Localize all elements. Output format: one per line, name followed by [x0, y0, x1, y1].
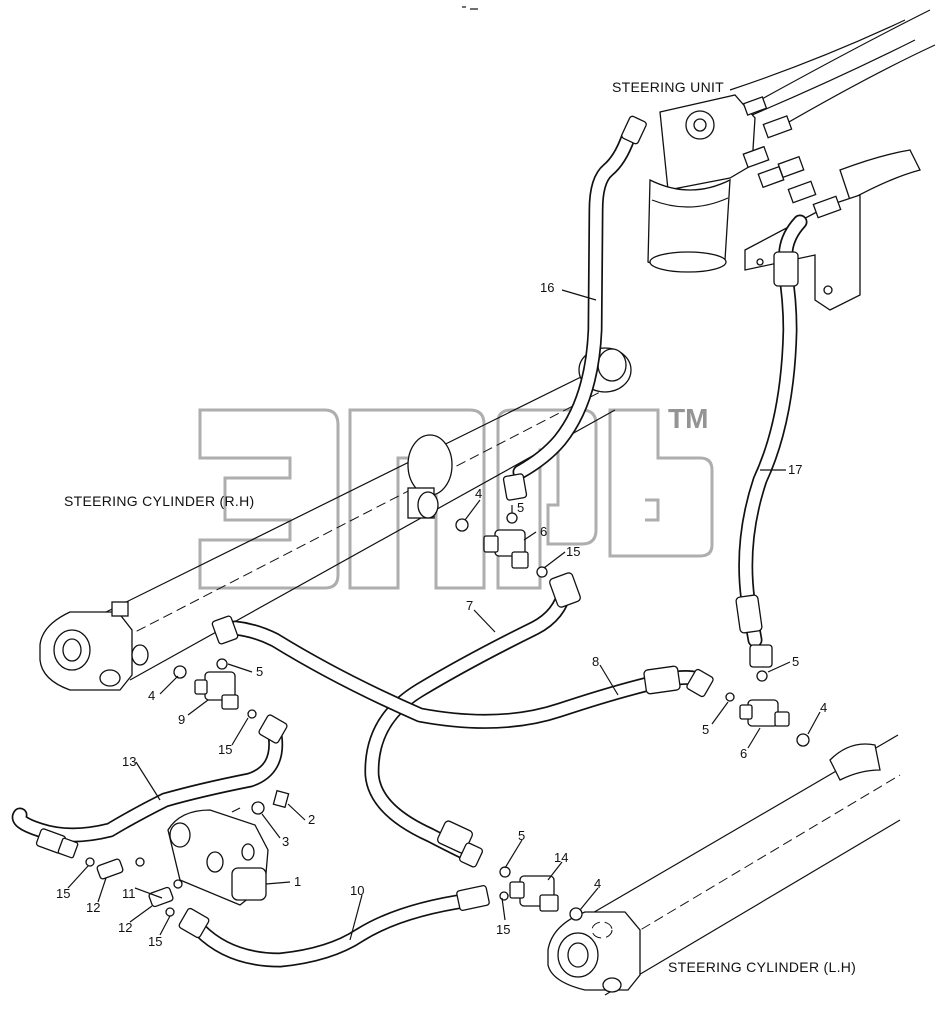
steering-cylinder-lh[interactable] — [547, 734, 901, 996]
tee-fitting-6-right[interactable] — [725, 670, 810, 747]
callout-15: 15 — [218, 742, 232, 757]
callout-5: 5 — [256, 664, 263, 679]
valve-block[interactable] — [167, 789, 290, 906]
callout-4: 4 — [475, 486, 482, 501]
callout-10: 10 — [350, 883, 364, 898]
hose-17[interactable] — [735, 214, 808, 668]
callout-16: 16 — [540, 280, 554, 295]
callout-12: 12 — [118, 920, 132, 935]
callout-15: 15 — [566, 544, 580, 559]
callout-3: 3 — [282, 834, 289, 849]
steering-cylinder-rh-label: STEERING CYLINDER (R.H) — [64, 493, 254, 509]
callout-5: 5 — [792, 654, 799, 669]
callout-5: 5 — [702, 722, 709, 737]
leader-lines — [67, 289, 821, 941]
callout-15: 15 — [496, 922, 510, 937]
hose-7[interactable] — [364, 572, 581, 868]
callout-8: 8 — [592, 654, 599, 669]
steering-cylinder-rh[interactable] — [39, 347, 632, 691]
steering-unit-label: STEERING UNIT — [612, 79, 724, 95]
tee-fitting-9[interactable] — [173, 658, 257, 719]
callout-4: 4 — [148, 688, 155, 703]
callout-5: 5 — [518, 828, 525, 843]
callout-13: 13 — [122, 754, 136, 769]
hose-16[interactable] — [502, 115, 647, 501]
callout-7: 7 — [466, 598, 473, 613]
top-mark — [462, 6, 478, 10]
steering-unit[interactable] — [647, 9, 936, 311]
steering-cylinder-lh-label: STEERING CYLINDER (L.H) — [668, 959, 856, 975]
hose-13[interactable] — [11, 714, 288, 859]
callout-12: 12 — [86, 900, 100, 915]
callout-5: 5 — [517, 500, 524, 515]
tee-fitting-6-top[interactable] — [455, 512, 548, 578]
callout-9: 9 — [178, 712, 185, 727]
callout-15: 15 — [148, 934, 162, 949]
hose-8[interactable] — [211, 615, 714, 729]
callout-4: 4 — [594, 876, 601, 891]
callout-6: 6 — [540, 524, 547, 539]
callout-2: 2 — [308, 812, 315, 827]
trademark-text: TM — [668, 403, 708, 434]
callout-numbers: 16 17 4 5 6 15 7 8 5 4 9 15 5 5 4 6 13 2… — [56, 280, 827, 949]
callout-11: 11 — [122, 886, 136, 901]
hose-10[interactable] — [178, 885, 490, 968]
callout-15: 15 — [56, 886, 70, 901]
callout-6: 6 — [740, 746, 747, 761]
callout-14: 14 — [554, 850, 568, 865]
tee-fitting-14[interactable] — [499, 866, 583, 921]
watermark-logo: TM — [198, 403, 714, 590]
callout-17: 17 — [788, 462, 802, 477]
callout-4: 4 — [820, 700, 827, 715]
callout-1: 1 — [294, 874, 301, 889]
